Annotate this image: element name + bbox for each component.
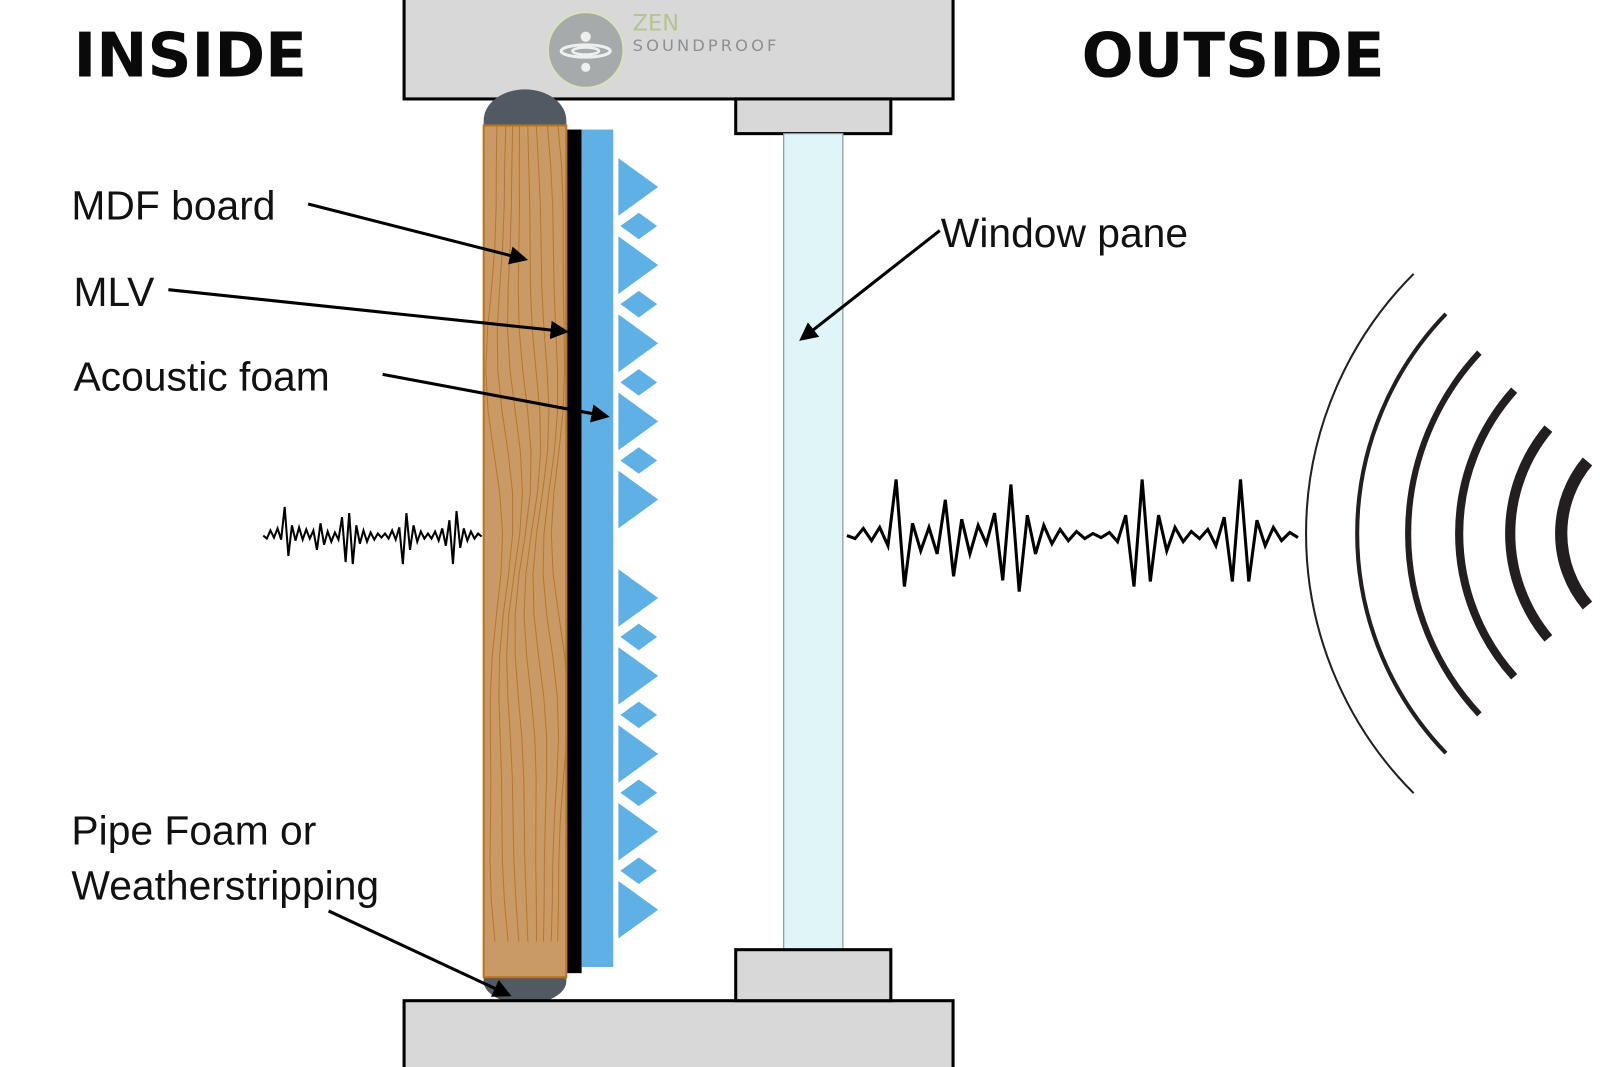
label-mdf-board: MDF board (71, 182, 275, 228)
sound-arc (1405, 350, 1482, 717)
bottom-window-frame (402, 999, 955, 1067)
foam-diamond (620, 212, 658, 240)
outside-sound-wave (846, 479, 1299, 592)
label-acoustic-foam: Acoustic foam (73, 354, 329, 400)
top-sash-stop (734, 97, 893, 136)
foam-diamond (620, 701, 658, 729)
label-pipe-foam-line1: Pipe Foam or (71, 808, 316, 854)
foam-diamond (620, 779, 658, 807)
window-pane (783, 133, 844, 951)
wood-grain-line (485, 125, 504, 942)
foam-wedge (618, 392, 659, 451)
mlv-layer (567, 129, 582, 974)
wood-grain-line (542, 125, 560, 942)
wood-grain-line (506, 125, 523, 942)
label-window-pane: Window pane (941, 210, 1188, 256)
arrow-window-pane (799, 229, 941, 341)
water-drop-ripple-icon (546, 11, 625, 89)
arrow-mdf-board (307, 202, 529, 265)
label-pipe-foam-line2: Weatherstripping (71, 863, 379, 909)
foam-wedge (618, 236, 659, 294)
wood-grain-line (532, 125, 550, 942)
sound-arc (1555, 457, 1593, 610)
foam-wedge (618, 314, 659, 373)
foam-diamond (620, 857, 658, 884)
sound-arc (1455, 387, 1518, 680)
sound-arc (1355, 312, 1448, 755)
wood-grain-line (550, 125, 567, 942)
wood-grain-line (523, 125, 542, 942)
arrow-acoustic-foam (382, 372, 610, 423)
foam-wedge (618, 470, 659, 529)
wood-grain-line (496, 125, 514, 942)
label-mlv: MLV (73, 269, 155, 315)
inside-sound-wave (262, 506, 483, 565)
sound-source-arcs (1305, 273, 1593, 794)
foam-wedge (618, 725, 659, 783)
sound-arc (1505, 425, 1553, 642)
top-window-frame (402, 0, 955, 101)
foam-wedge (618, 647, 659, 705)
wood-grain-line (514, 125, 532, 942)
acoustic-foam-base (581, 129, 614, 968)
foam-wedge (618, 803, 659, 861)
brand-logo: ZEN SOUNDPROOF (546, 11, 780, 89)
weatherstrip-top (483, 89, 567, 126)
foam-diamond (620, 447, 658, 474)
foam-diamond (620, 369, 658, 396)
brand-name-top: ZEN (633, 11, 679, 37)
foam-wedge (618, 158, 659, 216)
foam-wedge (618, 880, 659, 939)
foam-wedge (618, 569, 659, 627)
arrow-weatherstrip (327, 909, 512, 997)
sound-arc (1305, 273, 1415, 794)
inside-title: INSIDE (73, 21, 307, 92)
foam-diamond (620, 290, 658, 318)
arrow-mlv (168, 288, 569, 340)
foam-diamond (620, 623, 658, 651)
acoustic-foam-wedges (618, 158, 659, 939)
brand-name-bottom: SOUNDPROOF (633, 36, 780, 55)
mdf-board (482, 124, 568, 979)
outside-title: OUTSIDE (1082, 21, 1385, 92)
bottom-sash-stop (734, 948, 893, 1003)
